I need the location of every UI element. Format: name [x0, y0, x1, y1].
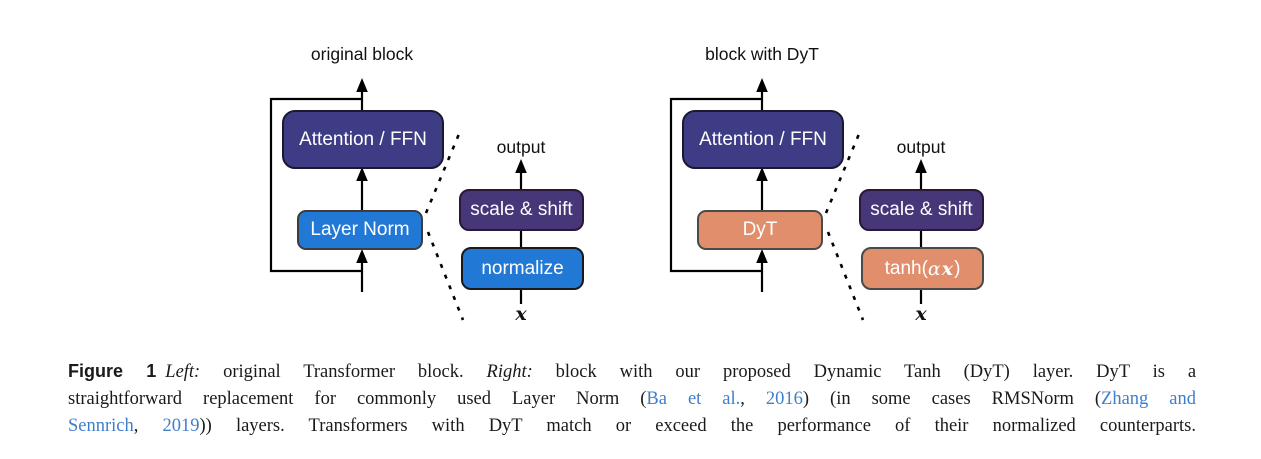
- input-arrowhead-right: [756, 249, 768, 263]
- left-panel-title: original block: [310, 44, 414, 64]
- cite-link-ba[interactable]: Ba et al.: [646, 388, 741, 409]
- tanh-suffix: ): [954, 257, 961, 279]
- input-arrowhead-left: [356, 249, 368, 263]
- mid-arrowhead-left: [356, 167, 368, 181]
- left-panel-wires: [269, 78, 527, 321]
- figure-label: Figure 1: [68, 361, 157, 381]
- right-panel-title: block with DyT: [705, 44, 819, 64]
- attention-ffn-box-left: Attention / FFN: [282, 110, 444, 169]
- output-arrowhead-left: [356, 78, 368, 92]
- scale-shift-box-right: scale & shift: [859, 189, 984, 231]
- zoom-dash-top-left: [424, 133, 461, 214]
- tanh-prefix: tanh(: [884, 257, 928, 279]
- caption-text: straightforward replacement for commonly…: [68, 388, 647, 409]
- residual-path-left: [269, 97, 362, 273]
- caption-text: original Transformer block.: [223, 362, 464, 382]
- output-arrowhead-right: [756, 78, 768, 92]
- mid-arrowhead-right: [756, 167, 768, 181]
- detail-output-arrowhead-right: [915, 159, 927, 173]
- normalize-box: normalize: [461, 247, 584, 290]
- right-word: Right:: [486, 362, 533, 382]
- alpha-symbol: α: [927, 257, 941, 280]
- zoom-dash-bottom-right: [826, 231, 865, 321]
- tanh-x-symbol: x: [941, 257, 954, 280]
- output-label-right: output: [896, 137, 946, 157]
- caption-line-2: straightforward replacement for commonly…: [68, 386, 1196, 414]
- caption-line-3: Sennrich, 2019)) layers. Transformers wi…: [68, 413, 1196, 441]
- caption-text: ) (in some cases RMSNorm (: [802, 388, 1102, 409]
- caption-text: ,: [740, 388, 766, 409]
- zoom-dash-bottom-left: [426, 231, 465, 321]
- zoom-dash-top-right: [824, 133, 861, 214]
- caption: Figure 1 Left: original Transformer block…: [68, 358, 1196, 441]
- diagram-lines: [269, 78, 927, 321]
- input-x-label-left: x: [515, 303, 527, 325]
- residual-path-right: [669, 97, 762, 273]
- dyt-box: DyT: [697, 210, 823, 250]
- cite-link-sennrich[interactable]: Sennrich: [68, 416, 134, 436]
- scale-shift-box-left: scale & shift: [459, 189, 584, 231]
- output-label-left: output: [496, 137, 546, 157]
- right-panel-wires: [669, 78, 927, 321]
- input-x-label-right: x: [915, 303, 927, 325]
- caption-text: ,: [133, 416, 163, 436]
- cite-link-2016[interactable]: 2016: [765, 388, 803, 409]
- attention-ffn-box-right: Attention / FFN: [682, 110, 844, 169]
- layer-norm-box: Layer Norm: [297, 210, 423, 250]
- caption-text: )) layers. Transformers with DyT match o…: [199, 416, 1196, 436]
- cite-link-2019[interactable]: 2019: [162, 416, 200, 436]
- detail-output-arrowhead-left: [515, 159, 527, 173]
- left-word: Left:: [165, 362, 201, 382]
- caption-line-1: Figure 1 Left: original Transformer block…: [68, 358, 1196, 386]
- cite-link-zhang[interactable]: Zhang and: [1101, 388, 1196, 409]
- caption-text: block with our proposed Dynamic Tanh (Dy…: [555, 362, 1196, 382]
